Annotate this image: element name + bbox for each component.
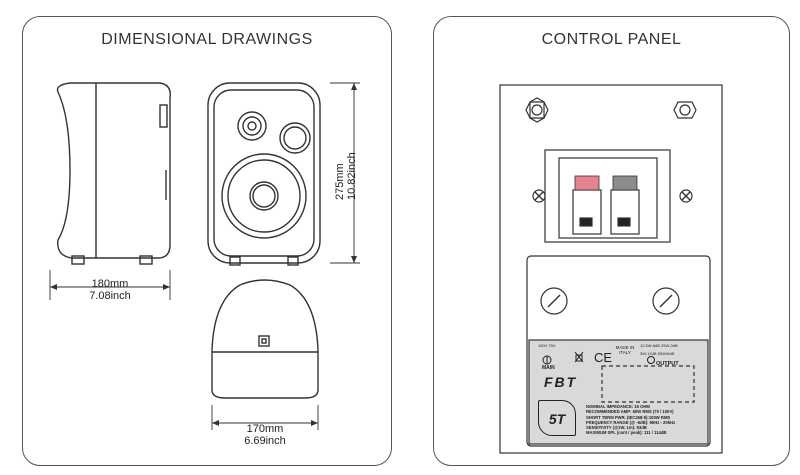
depth-inch: 6.69inch	[244, 435, 286, 447]
ce-mark: CE	[594, 350, 613, 365]
control-panel-title: CONTROL PANEL	[541, 31, 682, 48]
dimensional-drawings-panel: DIMENSIONAL DRAWINGS	[22, 16, 392, 466]
spec-amp: RECOMMENDED AMP: 50W RMS (70 / 100V)	[586, 409, 674, 415]
main-label: MAIN	[542, 365, 555, 371]
output-taps-1: 12.5W-6dB 25W-3dB	[640, 343, 678, 348]
output-label: OUTPUT	[656, 361, 679, 367]
spec-max-spl: MAXIMUM SPL (cont / peak): 111 / 114dB	[586, 430, 667, 436]
dimensional-drawings-title: DIMENSIONAL DRAWINGS	[101, 31, 313, 48]
spec-frequency: FREQUENCY RANGE (@ -6dB): 90Hz - 20kHz	[586, 419, 676, 425]
fbt-brand: FBT	[544, 374, 578, 390]
spec-short-term: SHORT TERM PWR. (IEC268-5):100W RMS	[586, 414, 671, 420]
side-view-drawing	[56, 82, 171, 265]
spec-text: NOMINAL IMPEDANCE: 16 OHM RECOMMENDED AM…	[586, 404, 704, 436]
width-mm: 180mm	[91, 278, 129, 290]
made-in-italy: MADE IN ITALY	[615, 345, 635, 355]
width-label: 180mm 7.08inch	[80, 278, 140, 302]
5t-model-logo: 5T	[538, 400, 576, 436]
spec-sensitivity: SENSITIVITY (@1W, 1m): 93dB	[586, 425, 647, 431]
depth-mm: 170mm	[246, 423, 284, 435]
control-panel-drawing	[499, 84, 723, 454]
height-mm: 275mm	[334, 163, 346, 200]
output-taps-2: 3W-12dB 50W/0dB	[640, 351, 675, 356]
spec-impedance: NOMINAL IMPEDANCE: 16 OHM	[586, 404, 650, 409]
depth-label: 170mm 6.69inch	[235, 423, 295, 447]
width-inch: 7.08inch	[89, 290, 131, 302]
dimension-lines	[49, 82, 360, 430]
height-label: 275mm 10.82inch	[334, 152, 358, 200]
height-inch: 10.82inch	[346, 152, 358, 200]
top-view-drawing	[211, 279, 319, 399]
main-taps: 100V 70V	[538, 343, 556, 348]
front-view-drawing	[207, 82, 321, 266]
